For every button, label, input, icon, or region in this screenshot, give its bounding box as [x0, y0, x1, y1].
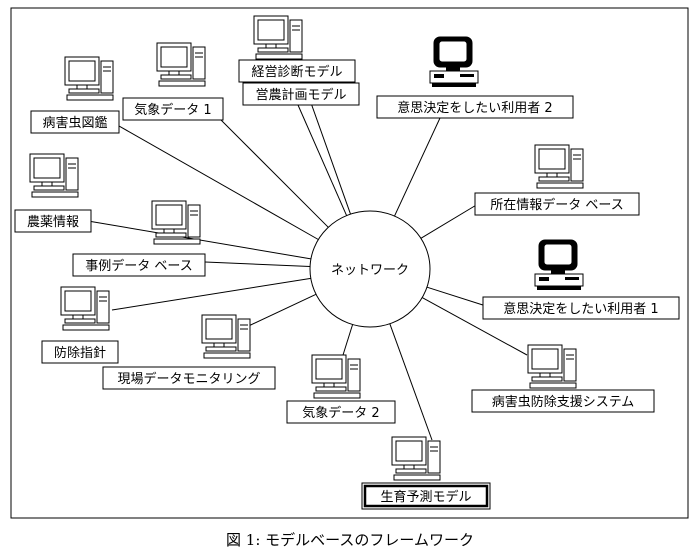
link-byogaichu-shien: [421, 297, 528, 356]
link-kisho-data-1: [209, 108, 329, 228]
node-label-genba-monitoring: 現場データモニタリング: [117, 371, 260, 387]
node-label-seiiku-yosoku: 生育予測モデル: [380, 489, 471, 505]
node-genba-monitoring: 現場データモニタリング: [102, 366, 276, 390]
node-keiei-shindan: 経営診断モデル: [238, 59, 356, 83]
node-label-kisho-data-1: 気象データ 1: [134, 102, 211, 118]
node-kisho-data-2: 気象データ 2: [286, 400, 396, 424]
node-byogaichu-shien: 病害虫防除支援システム: [471, 389, 655, 413]
link-jirei-db: [204, 261, 311, 267]
node-shozai-db: 所在情報データ ベース: [474, 192, 640, 216]
node-user-1: 意思決定をしたい利用者 1: [482, 296, 680, 320]
node-label-einou-keikaku: 営農計画モデル: [255, 87, 346, 103]
computer-icon-noyaku-joho: [29, 153, 79, 198]
network-links: [87, 71, 528, 441]
computer-icon-genba-monitoring: [201, 314, 251, 359]
node-user-2: 意思決定をしたい利用者 2: [376, 95, 574, 119]
link-user-1: [426, 286, 487, 307]
node-label-shozai-db: 所在情報データ ベース: [490, 197, 623, 213]
link-einou-keikaku: [297, 104, 348, 216]
node-label-byogaichu-zukan: 病害虫図鑑: [42, 115, 107, 131]
node-label-user-1: 意思決定をしたい利用者 1: [503, 301, 658, 317]
link-byogaichu-zukan: [111, 121, 319, 240]
node-label-byogaichu-shien: 病害虫防除支援システム: [492, 394, 635, 410]
link-user-2: [394, 117, 441, 217]
computer-icon-jirei-db: [151, 200, 201, 245]
link-genba-monitoring: [239, 293, 317, 331]
computer-icon-seiiku-yosoku: [391, 436, 441, 481]
link-bojo-shishin: [111, 277, 311, 311]
computer-icon-byogaichu-shien: [527, 344, 577, 389]
computers-layer: [29, 15, 584, 481]
computer-icon-bojo-shishin: [60, 286, 110, 331]
computer-icon-shozai-db: [534, 144, 584, 189]
node-label-user-2: 意思決定をしたい利用者 2: [397, 100, 552, 116]
node-label-keiei-shindan: 経営診断モデル: [251, 64, 342, 80]
computer-icon-byogaichu-zukan: [64, 56, 114, 101]
node-einou-keikaku: 営農計画モデル: [242, 82, 360, 106]
network-hub: [309, 210, 431, 328]
node-noyaku-joho: 農薬情報: [14, 209, 92, 233]
node-kisho-data-1: 気象データ 1: [122, 97, 224, 121]
node-label-bojo-shishin: 防除指針: [54, 345, 106, 361]
diagram-frame: [10, 7, 689, 519]
node-seiiku-yosoku: 生育予測モデル: [361, 482, 491, 510]
node-label-noyaku-joho: 農薬情報: [27, 215, 79, 230]
link-kisho-data-2: [342, 324, 354, 356]
computer-icon-kisho-data-2: [311, 354, 361, 399]
terminal-icon-user-2: [429, 36, 479, 87]
computer-icon-kisho-data-1: [156, 42, 206, 87]
node-label-jirei-db: 事例データ ベース: [85, 258, 192, 274]
link-seiiku-yosoku: [389, 323, 433, 441]
node-label-kisho-data-2: 気象データ 2: [302, 405, 379, 421]
node-jirei-db: 事例データ ベース: [72, 253, 206, 277]
node-byogaichu-zukan: 病害虫図鑑: [30, 110, 120, 134]
computer-icon-keiei-shindan: [253, 15, 303, 60]
link-shozai-db: [420, 203, 479, 239]
node-bojo-shishin: 防除指針: [41, 340, 119, 364]
terminal-icon-user-1: [534, 239, 584, 290]
hub-label: ネットワーク: [331, 263, 409, 278]
figure-caption: 図 1: モデルベースのフレームワーク: [226, 531, 474, 549]
